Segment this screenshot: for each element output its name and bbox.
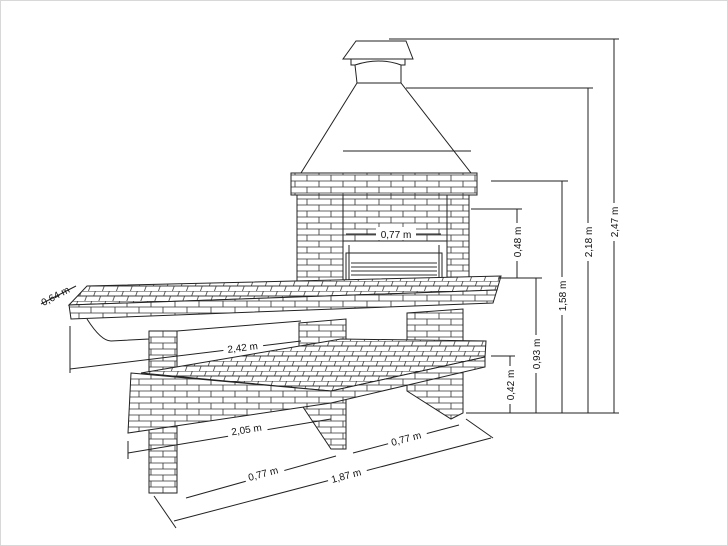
hood — [300, 82, 473, 174]
firebox-height-label: 0,48 m — [513, 227, 524, 258]
counter-height-label: 0,93 m — [532, 339, 543, 370]
dimension-labels: 0,77 m 0,64 m 2,42 m 2,05 m 0,77 m 1,87 … — [40, 203, 621, 486]
firebox — [290, 172, 478, 288]
firebox-top-height-label: 1,58 m — [558, 281, 569, 312]
chimney — [300, 40, 473, 174]
hood-top-height-label: 2,18 m — [584, 227, 595, 258]
lower-shelf-height-label: 0,42 m — [506, 370, 517, 401]
grill-width-label: 0,77 m — [381, 230, 412, 241]
upper-counter — [67, 275, 502, 342]
total-height-label: 2,47 m — [610, 207, 621, 238]
lower-shelf — [127, 338, 487, 434]
upper-counter-length-label: 2,42 m — [227, 341, 259, 356]
counter-depth-label: 0,64 m — [40, 285, 72, 309]
lower-shelf-length-label: 2,05 m — [231, 423, 263, 439]
